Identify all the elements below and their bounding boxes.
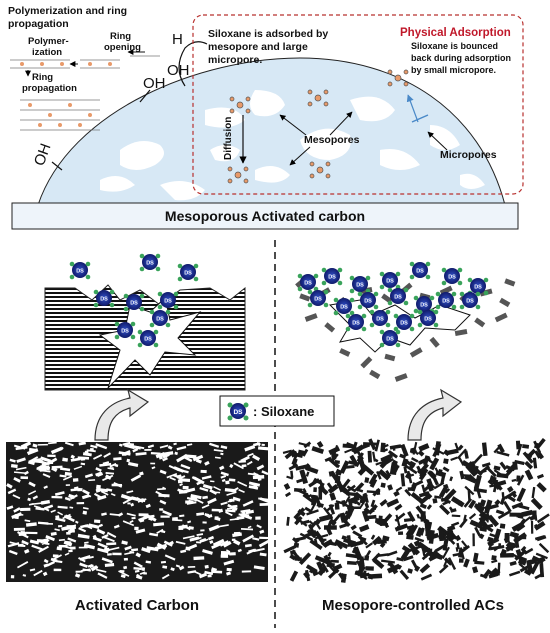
legend-molecule-label: DS [233,409,243,416]
siloxane-molecule: DS [357,291,379,310]
svg-text:DS: DS [394,295,402,301]
micropores-label: Micropores [440,149,497,161]
svg-text:DS: DS [314,297,322,303]
physical-adsorption-title: Physical Adsorption [400,27,511,39]
siloxane-legend: DS : Siloxane [219,395,335,427]
siloxane-molecule: DS [177,263,199,282]
ring-opening-label-1: Ring [110,31,131,42]
siloxane-molecule: DS [137,329,159,348]
oh-label-left: OH [31,141,55,168]
svg-text:DS: DS [442,299,450,305]
svg-text:DS: DS [304,281,312,287]
polymerization-label-1: Polymer- [28,36,69,47]
siloxane-molecule: DS [379,329,401,348]
svg-text:DS: DS [144,337,152,343]
svg-text:DS: DS [130,301,138,307]
siloxane-molecule: DS [114,321,136,340]
siloxane-molecule: DS [307,289,329,308]
oh-label-top: OH [143,75,166,92]
diffusion-label: Diffusion [223,117,234,160]
mini-molecules [227,69,409,184]
siloxane-molecule: DS [459,291,481,310]
ring-propagation-label-2: propagation [22,83,77,94]
svg-text:DS: DS [356,283,364,289]
siloxane-molecule: DS [435,291,457,310]
svg-text:DS: DS [400,321,408,327]
svg-text:DS: DS [420,303,428,309]
siloxane-molecule: DS [149,309,171,328]
svg-text:DS: DS [376,317,384,323]
ring-propagation-label-1: Ring [32,72,53,83]
svg-text:DS: DS [352,321,360,327]
svg-text:DS: DS [466,299,474,305]
legend-molecule-icon: DS [227,402,249,421]
adsorbed-text-2: mesopore and large [208,41,308,53]
mesopore-controlled-caption: Mesopore-controlled ACs [322,597,504,614]
siloxane-molecule: DS [413,295,435,314]
svg-text:DS: DS [184,271,192,277]
base-label: Mesoporous Activated carbon [165,208,365,224]
pore-network [100,90,485,201]
siloxane-molecule: DS [409,261,431,280]
siloxane-molecule: DS [441,267,463,286]
siloxane-molecule: DS [297,273,319,292]
chain-atoms [20,62,112,127]
siloxane-molecule: DS [93,289,115,308]
base-bar [11,202,519,230]
svg-text:DS: DS [156,317,164,323]
adsorbed-text-3: micropore. [208,54,262,66]
upward-arrow-right [407,388,463,441]
svg-text:DS: DS [340,305,348,311]
siloxane-molecule: DS [417,309,439,328]
mechanism-title-1: Polymerization and ring [8,5,127,17]
bounced-text-1: Siloxane is bounced [411,41,498,51]
svg-text:DS: DS [448,275,456,281]
siloxane-molecule: DS [393,313,415,332]
bottom-right-texture [282,437,550,583]
svg-text:DS: DS [416,269,424,275]
svg-text:DS: DS [328,275,336,281]
siloxane-molecule: DS [333,297,355,316]
siloxane-molecule: DS [369,309,391,328]
top-panel: Mesoporous Activated carbon OH OH OH H P… [8,5,524,230]
svg-text:DS: DS [474,285,482,291]
svg-text:DS: DS [76,269,84,275]
svg-text:DS: DS [386,337,394,343]
adsorption-box [192,14,524,195]
bounced-text-3: by small micropore. [411,65,496,75]
siloxane-molecules: DS DS DS DS DS DS DS DS DS DS DS DS DS DS DS DS DS DS DS DS… [69,253,489,348]
mechanism-title-2: propagation [8,18,69,30]
h-label: H [172,31,183,48]
siloxane-molecule: DS [379,271,401,290]
siloxane-molecule: DS [139,253,161,272]
svg-text:DS: DS [146,261,154,267]
siloxane-legend-label: : Siloxane [253,404,314,419]
ring-opening-label-2: opening [104,42,141,53]
siloxane-molecule: DS [321,267,343,286]
upward-arrow-left [94,388,150,441]
chain-structures [10,55,160,131]
siloxane-molecule: DS [349,275,371,294]
svg-text:DS: DS [121,329,129,335]
siloxane-molecule: DS [123,293,145,312]
bounced-text-2: back during adsorption [411,53,511,63]
adsorbed-text-1: Siloxane is adsorbed by [208,28,328,40]
siloxane-molecule: DS [157,291,179,310]
oh-label-chain: OH [167,62,190,79]
svg-text:DS: DS [386,279,394,285]
siloxane-molecule: DS [387,287,409,306]
polymerization-label-2: ization [32,47,62,58]
svg-text:DS: DS [164,299,172,305]
bottom-left-texture [6,441,272,582]
activated-carbon-caption: Activated Carbon [75,597,199,614]
svg-text:DS: DS [100,297,108,303]
mesopores-label: Mesopores [304,134,360,146]
svg-text:DS: DS [364,299,372,305]
svg-text:DS: DS [424,317,432,323]
siloxane-molecule: DS [345,313,367,332]
siloxane-molecule: DS [69,261,91,280]
